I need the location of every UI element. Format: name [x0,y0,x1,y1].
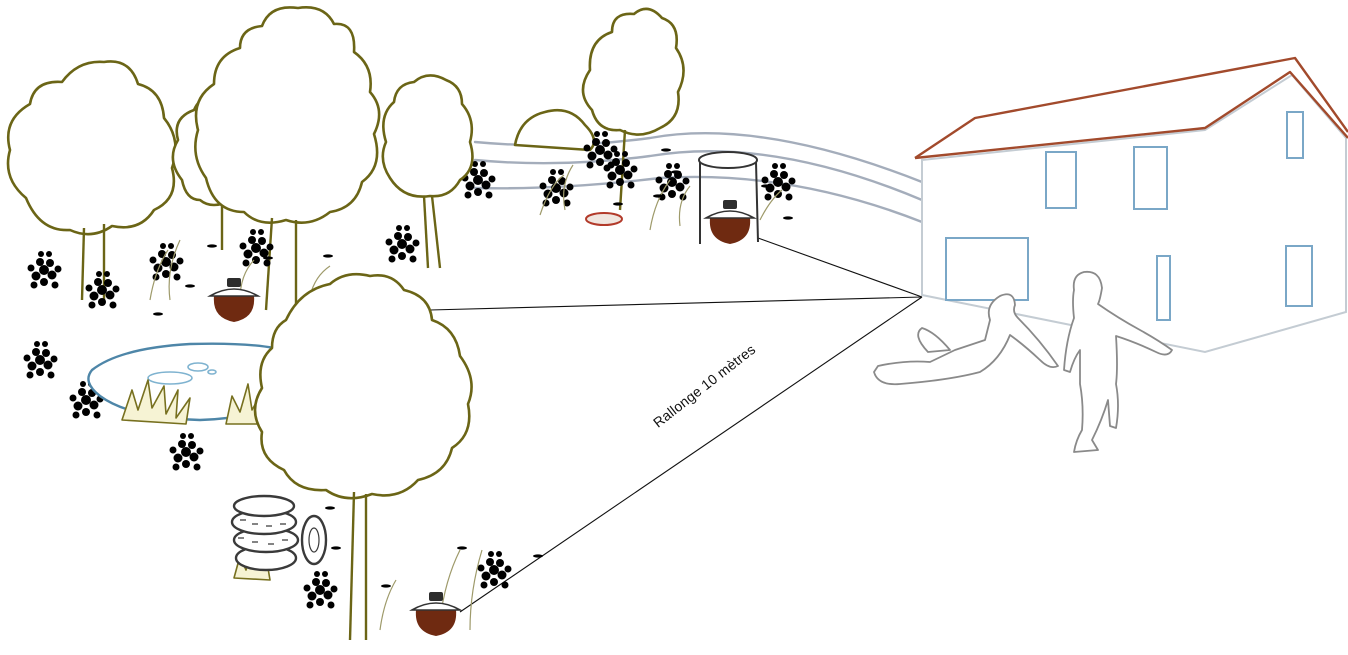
water-dish [585,212,623,226]
tree-foreground [253,272,473,641]
mosquito-trap-1 [209,277,259,323]
window-3 [1286,111,1304,159]
window-2 [1133,146,1168,210]
bush-cluster [461,131,796,207]
mosquito-trap-3 [411,591,461,637]
tire-stack [230,494,328,572]
window-4 [1156,255,1171,321]
window-door [945,237,1029,301]
house [914,56,1348,354]
window-1 [1045,151,1077,209]
person-sitting [873,293,1059,386]
leafy-plants [539,164,783,231]
tree-left-3 [194,6,381,316]
mosquito-trap-2 [705,199,755,245]
pond-grass [121,379,271,581]
extension-cables [429,237,923,613]
leafy-plants-left [149,239,483,631]
window-5 [1285,245,1313,307]
tree-left-1 [6,60,177,301]
mosquito-trap-stand [698,151,759,245]
tree-left-4 [381,74,474,269]
person-walking [1063,270,1173,453]
